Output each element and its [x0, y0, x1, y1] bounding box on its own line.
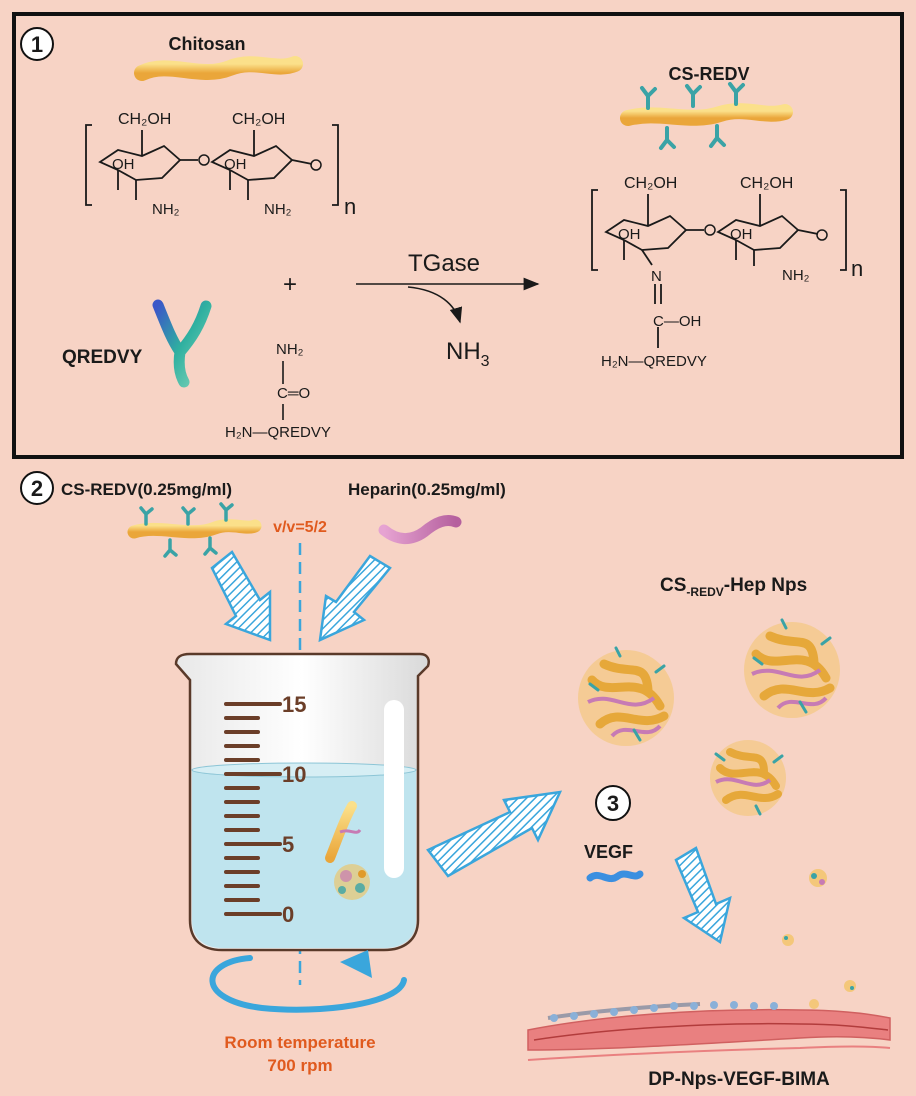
stir-arrow — [209, 955, 407, 1013]
condition-speed: 700 rpm — [267, 1056, 332, 1075]
nanoparticle-1-icon — [578, 646, 674, 746]
csredv-oh-1: OH — [618, 226, 641, 243]
water-strand-icon — [325, 801, 357, 863]
nh2-label-1: NH₂ — [152, 201, 180, 218]
oh-label-2: OH — [224, 156, 247, 173]
csredv-label: CS-REDV — [668, 64, 749, 84]
product-label: DP-Nps-VEGF-BIMA — [648, 1069, 830, 1090]
tgase-label: TGase — [408, 250, 480, 277]
csredv-strand-icon — [620, 103, 793, 126]
water-nanoparticle-icon — [334, 864, 370, 900]
repeat-n-left: n — [344, 194, 356, 219]
falling-particles — [782, 869, 856, 1009]
csredv-ch2oh-1: CH₂OH — [624, 175, 677, 192]
ratio-label: v/v=5/2 — [273, 519, 327, 536]
step2-badge — [20, 471, 54, 505]
csredv-structure — [591, 189, 847, 348]
beaker: 15 10 5 0 — [174, 652, 430, 952]
section1-box — [12, 12, 904, 459]
oh-label-1: OH — [112, 156, 135, 173]
ch2oh-label-2: CH₂OH — [232, 111, 285, 128]
chitosan-strand-icon — [134, 56, 303, 81]
csredv-strand-sec2-icon — [127, 519, 262, 539]
csredv-nh2: NH₂ — [782, 267, 810, 284]
mark-5: 5 — [282, 832, 294, 857]
beaker-glare — [384, 700, 404, 878]
heparin-concentration: Heparin(0.25mg/ml) — [348, 480, 506, 499]
plus-sign: + — [283, 271, 297, 298]
chitosan-structure — [85, 124, 339, 206]
csredv-h2n-chain: H₂N—QREDVY — [601, 353, 707, 370]
beaker-graduation — [224, 702, 282, 916]
mark-0: 0 — [282, 902, 294, 927]
input-arrow-right — [318, 554, 392, 643]
ch2oh-label-1: CH₂OH — [118, 111, 171, 128]
csredv-sec2-peptides — [139, 502, 234, 558]
vegf-label: VEGF — [584, 842, 633, 862]
mark-10: 10 — [282, 762, 306, 787]
input-arrow-left — [210, 550, 272, 642]
byproduct-arrow — [407, 286, 463, 324]
condition-temperature: Room temperature — [224, 1033, 375, 1052]
nanoparticle-2-icon — [744, 618, 840, 718]
step3-number: 3 — [607, 791, 619, 816]
csredv-oh-2: OH — [730, 226, 753, 243]
qredvy-peptide-icon — [152, 299, 212, 388]
step2-number: 2 — [31, 476, 43, 501]
output-arrow — [426, 790, 563, 878]
csredv-c-oh: C—OH — [653, 313, 701, 330]
vegf-icon — [586, 870, 644, 883]
qredvy-label: QREDVY — [62, 347, 143, 368]
step1-badge — [20, 27, 54, 61]
stir-arrowhead — [340, 950, 372, 978]
csredv-ch2oh-2: CH₂OH — [740, 175, 793, 192]
qredvy-nh2: NH₂ — [276, 341, 304, 358]
chitosan-label: Chitosan — [168, 34, 245, 54]
qredvy-h2n-chain: H₂N—QREDVY — [225, 424, 331, 441]
nh2-label-2: NH₂ — [264, 201, 292, 218]
nps-label: CS-REDV-Hep Nps — [660, 575, 807, 599]
deposit-arrow — [674, 846, 732, 945]
heparin-strand-icon — [378, 514, 462, 544]
step1-number: 1 — [31, 32, 43, 57]
qredvy-c-eq-o: C═O — [277, 385, 310, 402]
step3-badge — [595, 785, 631, 821]
vascular-membrane — [527, 1001, 891, 1061]
nh3-label: NH3 — [446, 338, 490, 370]
csredv-n-atom: N — [651, 268, 662, 285]
repeat-n-right: n — [851, 256, 863, 281]
cs-redv-concentration: CS-REDV(0.25mg/ml) — [61, 480, 232, 499]
csredv-peptides — [640, 82, 745, 150]
nanoparticle-3-icon — [710, 740, 786, 816]
mark-15: 15 — [282, 692, 306, 717]
